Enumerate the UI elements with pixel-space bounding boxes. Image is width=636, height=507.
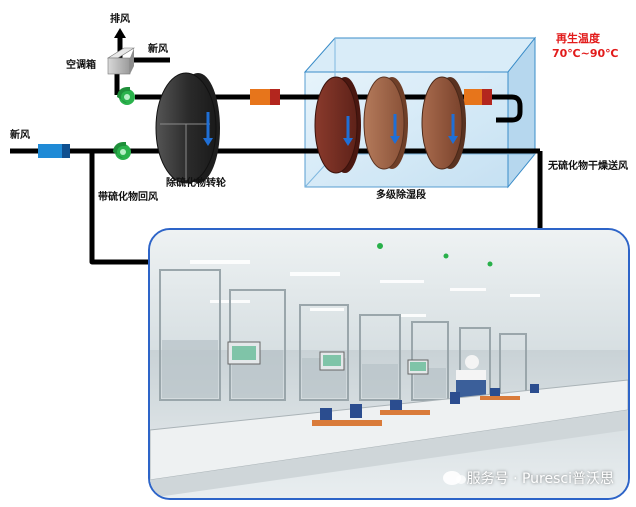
dry-supply-label: 无硫化物干燥送风 bbox=[548, 161, 628, 172]
desulfurize-wheel bbox=[155, 72, 220, 184]
dehumid-wheel bbox=[363, 76, 408, 170]
fan-icon bbox=[113, 142, 131, 160]
watermark-text: 服务号 · Puresci普沃思 bbox=[466, 471, 614, 487]
wechat-icon bbox=[442, 471, 466, 485]
control-screen bbox=[319, 351, 345, 371]
fresh-air-label-left: 新风 bbox=[10, 130, 30, 141]
fan-icon bbox=[117, 87, 135, 105]
desulfurize-wheel-label: 除硫化物转轮 bbox=[166, 178, 226, 189]
multi-stage-label: 多级除湿段 bbox=[376, 190, 426, 201]
air-handler-label: 空调箱 bbox=[66, 60, 96, 71]
control-screen bbox=[227, 341, 261, 365]
regen-temp-title: 再生温度 bbox=[556, 32, 600, 45]
heater-icon bbox=[250, 89, 280, 105]
heater-icon bbox=[464, 89, 492, 105]
control-screen bbox=[407, 359, 429, 375]
exhaust-arrow bbox=[114, 28, 126, 38]
sulfide-return-label: 带硫化物回风 bbox=[98, 192, 158, 203]
factory-illustration bbox=[150, 230, 628, 498]
exhaust-label: 排风 bbox=[110, 14, 130, 25]
dehumid-wheel bbox=[314, 76, 361, 174]
factory-photo: 服务号 · Puresci普沃思 bbox=[148, 228, 630, 500]
watermark: 服务号 · Puresci普沃思 bbox=[442, 468, 614, 488]
regen-temp-range: 70℃~90℃ bbox=[552, 47, 619, 60]
return-loop-duct bbox=[496, 94, 523, 123]
air-handler-box bbox=[106, 47, 136, 75]
fresh-air-label-top: 新风 bbox=[148, 44, 168, 55]
filter-icon bbox=[38, 144, 70, 158]
dehumid-wheel bbox=[421, 76, 466, 170]
return-air-duct bbox=[89, 151, 155, 265]
